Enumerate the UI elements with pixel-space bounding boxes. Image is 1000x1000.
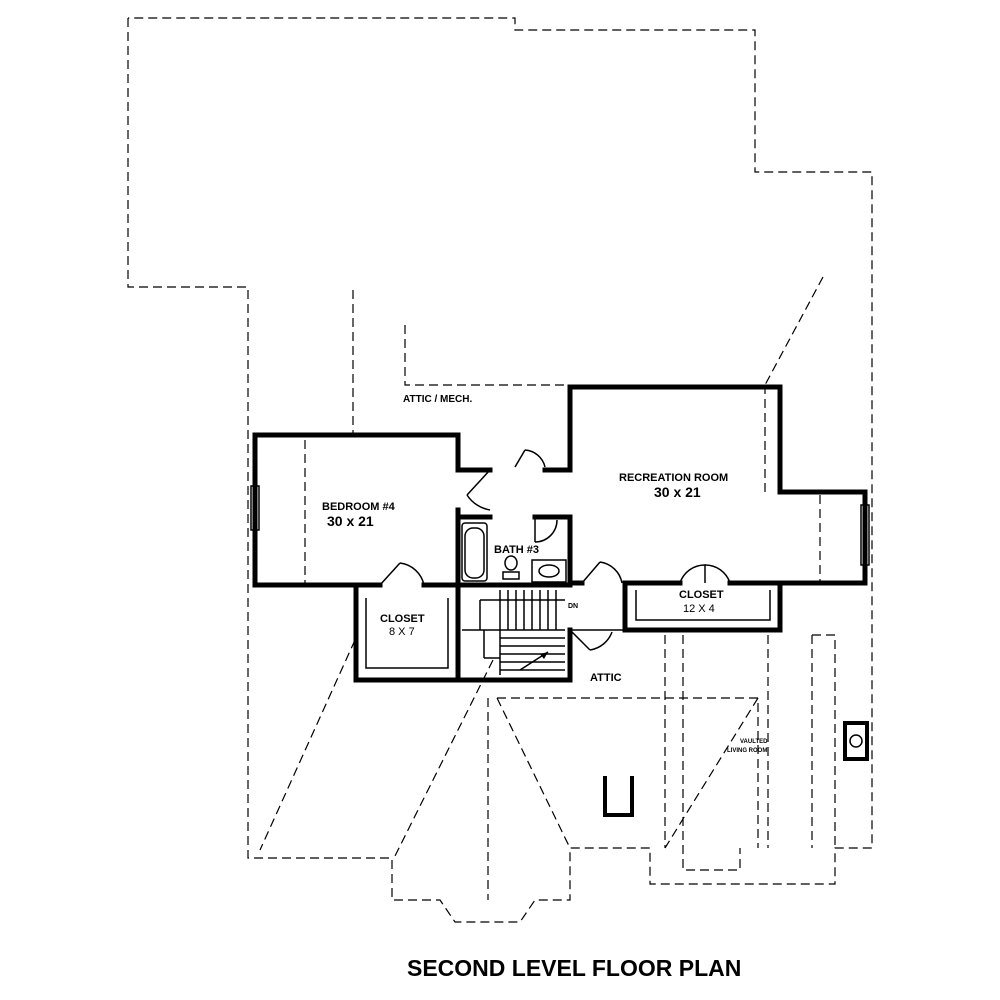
label-closet-right-size: 12 X 4 [683, 603, 715, 615]
plan-title: SECOND LEVEL FLOOR PLAN [407, 955, 741, 981]
label-recreation-name: RECREATION ROOM [619, 472, 728, 484]
label-vaulted-line2: LIVING ROOM [727, 748, 767, 754]
room-labels: ATTIC / MECH. BEDROOM #4 30 x 21 RECREAT… [322, 394, 768, 754]
label-closet-left-name: CLOSET [380, 613, 425, 625]
label-attic: ATTIC [590, 672, 622, 684]
interior-details [365, 590, 771, 675]
chimney-icon [603, 776, 634, 817]
door-attic [569, 629, 613, 651]
door-closet-left [379, 562, 425, 586]
toilet-icon [502, 555, 520, 580]
bathtub-icon [461, 522, 488, 582]
door-closet-right [679, 564, 731, 584]
roof-outline [127, 17, 873, 923]
windows [250, 485, 870, 566]
staircase [462, 590, 565, 675]
label-vaulted-line1: VAULTED [740, 739, 768, 745]
label-bath3: BATH #3 [494, 544, 539, 556]
label-recreation-size: 30 x 21 [654, 484, 701, 500]
walls [252, 384, 868, 683]
label-closet-left-size: 8 X 7 [389, 626, 415, 638]
door-bath [534, 517, 558, 543]
label-stair-dn: DN [568, 603, 578, 610]
door-bedroom-hall [466, 469, 491, 511]
doors [379, 449, 731, 651]
bath-fixtures [461, 522, 567, 583]
door-recreation-stair [581, 561, 623, 584]
door-attic-mech [514, 449, 546, 468]
sink-icon [531, 559, 567, 583]
fireplace-icon [843, 721, 869, 761]
label-attic-mech: ATTIC / MECH. [403, 394, 472, 405]
label-bedroom4-name: BEDROOM #4 [322, 501, 396, 513]
label-bedroom4-size: 30 x 21 [327, 513, 374, 529]
label-closet-right-name: CLOSET [679, 589, 724, 601]
